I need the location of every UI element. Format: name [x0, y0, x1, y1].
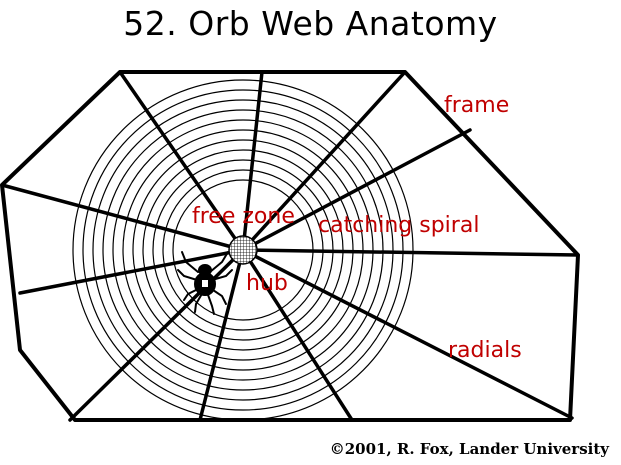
hub-mesh: [228, 235, 258, 265]
web-frame: [0, 70, 580, 422]
copyright-notice: ©2001, R. Fox, Lander University: [329, 440, 609, 458]
hub-label: hub: [246, 271, 288, 296]
spider-icon: [177, 251, 233, 315]
catching-spiral-label: catching spiral: [318, 213, 480, 238]
page-title: 52. Orb Web Anatomy: [123, 4, 498, 43]
free-zone-label: free zone: [192, 204, 295, 229]
radials-label: radials: [448, 338, 522, 363]
frame-label: frame: [444, 93, 510, 118]
radials: [0, 70, 580, 422]
